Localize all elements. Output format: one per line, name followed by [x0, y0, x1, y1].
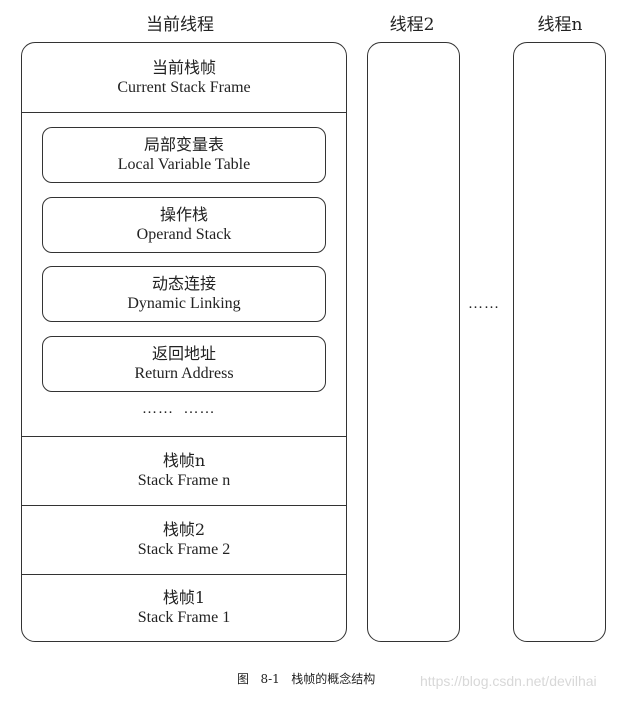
operand-stack-cn: 操作栈 [159, 205, 208, 224]
current-thread-stack: 当前栈帧 Current Stack Frame 局部变量表 Local Var… [21, 42, 347, 642]
stack-frame-n: 栈帧n Stack Frame n [22, 437, 346, 506]
current-frame-title-en: Current Stack Frame [117, 78, 251, 96]
stack-frame-1-en: Stack Frame 1 [137, 609, 231, 626]
current-frame-body: 局部变量表 Local Variable Table 操作栈 Operand S… [22, 113, 346, 437]
operand-stack-en: Operand Stack [136, 226, 232, 243]
thread-n-stack [513, 42, 606, 642]
local-variable-table-cn: 局部变量表 [143, 135, 224, 154]
stack-frame-2-en: Stack Frame 2 [137, 541, 231, 558]
stack-frame-1: 栈帧1 Stack Frame 1 [22, 575, 346, 641]
dynamic-linking: 动态连接 Dynamic Linking [42, 266, 326, 322]
dynamic-linking-cn: 动态连接 [151, 274, 216, 293]
operand-stack: 操作栈 Operand Stack [42, 197, 326, 253]
watermark: https://blog.csdn.net/devilhai [420, 673, 597, 689]
local-variable-table-en: Local Variable Table [117, 156, 251, 173]
frame-items-ellipsis: …… …… [142, 401, 216, 417]
stack-frame-1-cn: 栈帧1 [162, 588, 206, 607]
return-address-cn: 返回地址 [151, 344, 216, 363]
thread-2-stack [367, 42, 460, 642]
return-address-en: Return Address [134, 365, 234, 382]
stack-frame-n-en: Stack Frame n [137, 472, 231, 489]
threads-ellipsis: …… [468, 296, 500, 312]
return-address: 返回地址 Return Address [42, 336, 326, 392]
figure-caption: 图 8-1 栈帧的概念结构 [237, 672, 376, 686]
current-thread-title: 当前线程 [146, 15, 214, 35]
local-variable-table: 局部变量表 Local Variable Table [42, 127, 326, 183]
thread-n-title: 线程n [537, 15, 583, 35]
current-frame-title-cn: 当前栈帧 [151, 57, 216, 77]
stack-frame-n-cn: 栈帧n [162, 451, 206, 470]
stack-frame-2-cn: 栈帧2 [162, 520, 206, 539]
current-stack-frame-header: 当前栈帧 Current Stack Frame [22, 43, 346, 113]
dynamic-linking-en: Dynamic Linking [127, 295, 241, 312]
stack-frame-2: 栈帧2 Stack Frame 2 [22, 506, 346, 575]
thread-2-title: 线程2 [389, 15, 435, 35]
